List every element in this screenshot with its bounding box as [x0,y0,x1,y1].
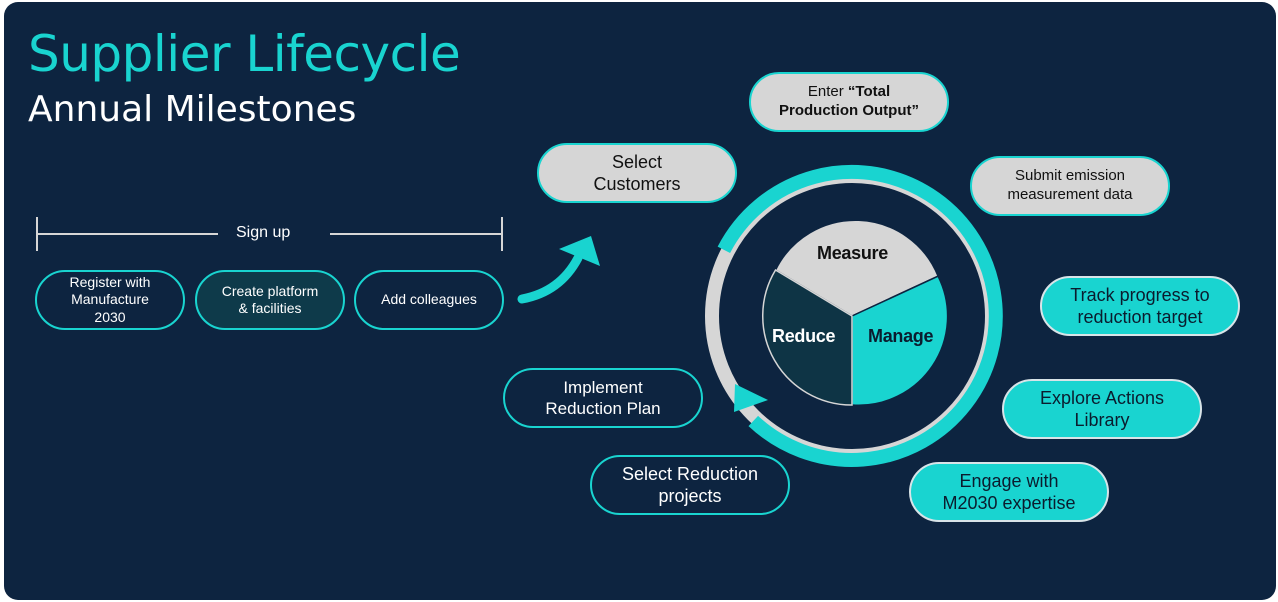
curved-arrow-icon [517,236,600,304]
cycle-pie [761,219,949,406]
enter-production-output-step[interactable]: Enter “Total Production Output” [749,72,949,132]
cycle-arrow-icon [717,164,1003,467]
implement-plan-step[interactable]: Implement Reduction Plan [503,368,703,428]
page-subtitle: Annual Milestones [28,89,357,130]
add-colleagues-step[interactable]: Add colleagues [354,270,504,330]
explore-actions-step[interactable]: Explore Actions Library [1002,379,1202,439]
manage-label: Manage [868,326,934,346]
page-title: Supplier Lifecycle [28,25,461,83]
register-step[interactable]: Register with Manufacture 2030 [35,270,185,330]
select-reduction-step[interactable]: Select Reduction projects [590,455,790,515]
measure-segment [774,219,940,317]
create-platform-step[interactable]: Create platform & facilities [195,270,345,330]
signup-label: Sign up [236,224,291,241]
reduce-segment [761,269,853,406]
enter-production-output-text: Enter “Total Production Output” [779,83,919,121]
measure-label: Measure [817,243,888,263]
engage-expertise-step[interactable]: Engage with M2030 expertise [909,462,1109,522]
manage-segment [851,275,949,406]
submit-emission-step[interactable]: Submit emission measurement data [970,156,1170,216]
total-production-output-label: “Total Production Output” [779,83,919,119]
reduce-label: Reduce [772,326,836,346]
signup-bracket [36,217,503,251]
track-progress-step[interactable]: Track progress to reduction target [1040,276,1240,336]
enter-prefix: Enter [807,83,848,101]
select-customers-step[interactable]: Select Customers [537,143,737,203]
